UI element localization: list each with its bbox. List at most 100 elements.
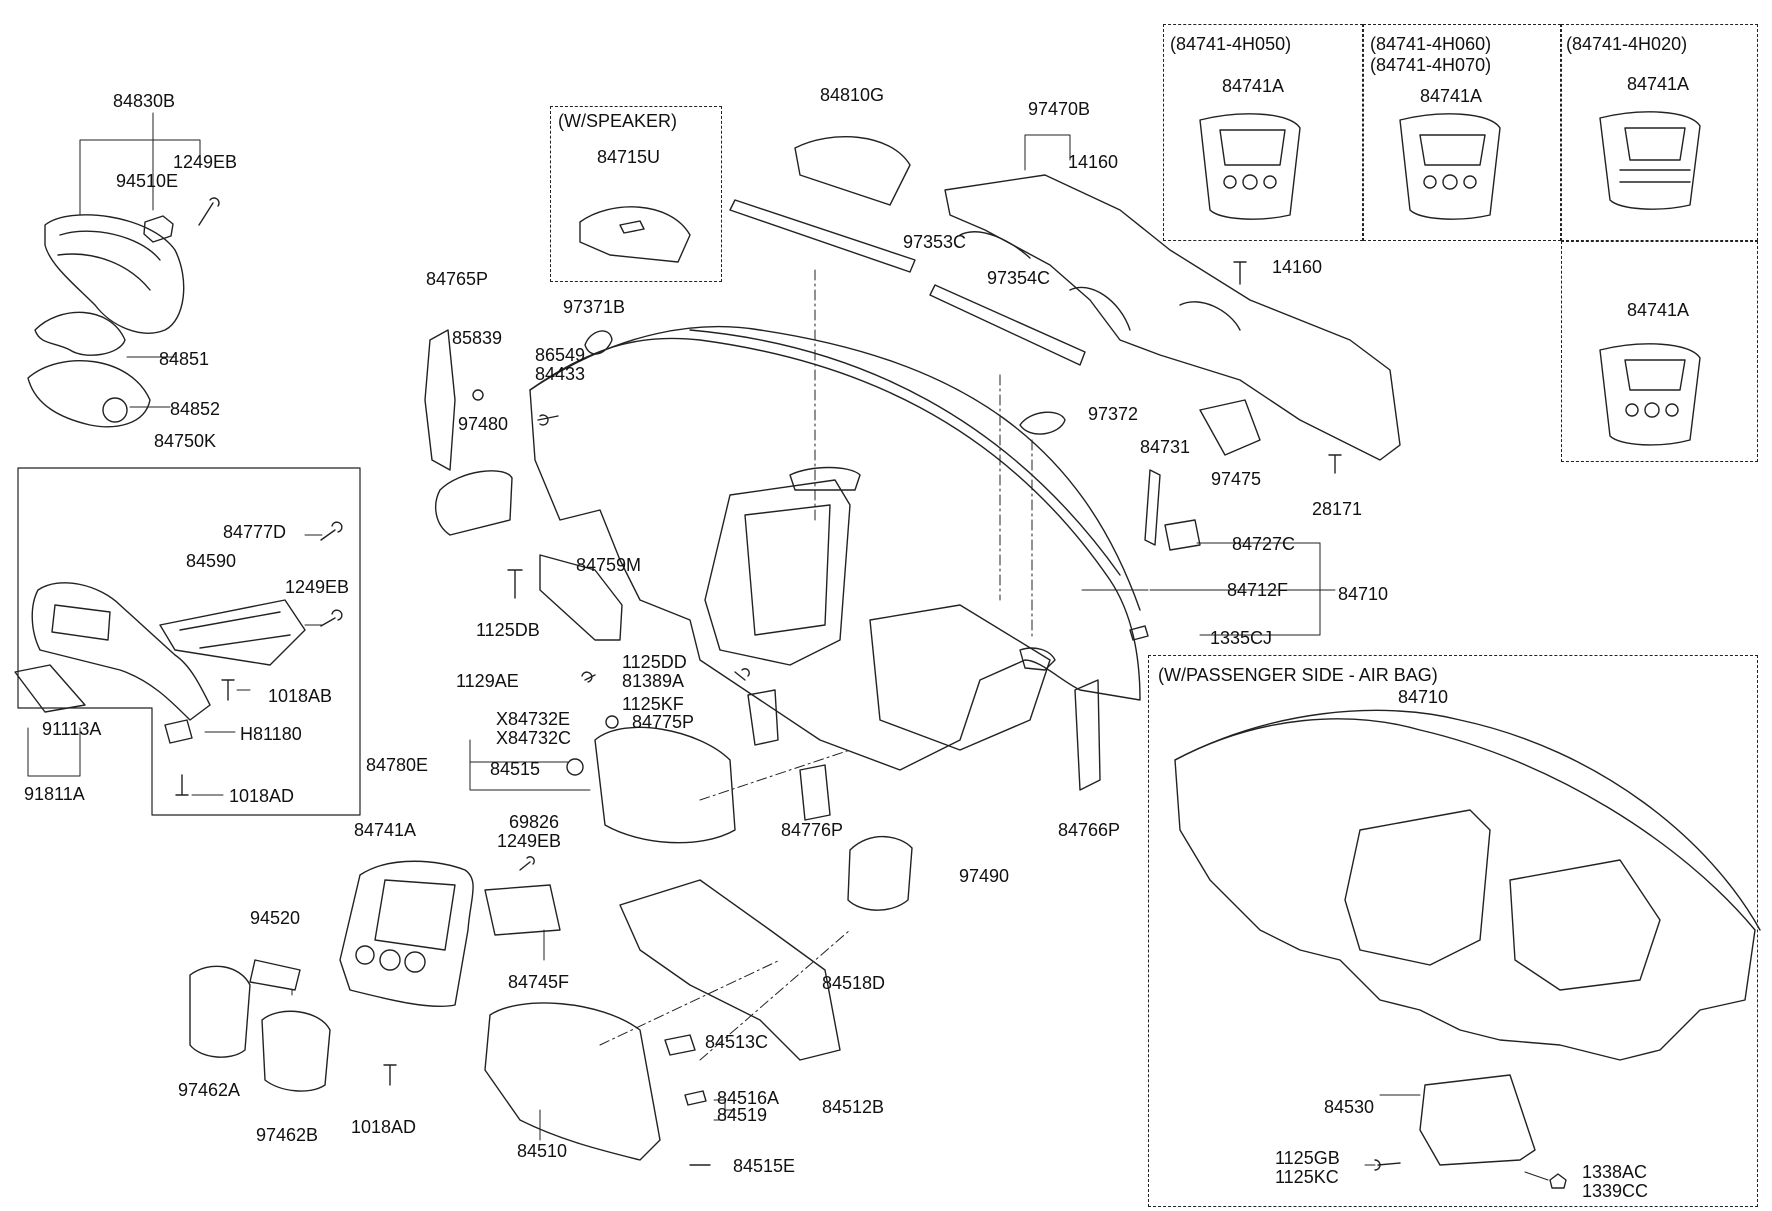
duct-97470B [944,174,1401,461]
bracket-84731 [1144,469,1161,546]
vent-97480 [434,470,513,536]
part-label-84852: 84852 [170,399,221,419]
box-title-w-speaker: (W/SPEAKER) [558,111,678,131]
part-label-84515E: 84515E [733,1156,796,1176]
part-label-84775P: 84775P [632,712,695,732]
box-84750K [17,467,361,816]
part-label-84712F: 84712F [1227,580,1289,600]
leaders-lower [291,739,736,1141]
centre-fascia-84741A [339,860,474,1008]
airbag-module-84530 [1419,1074,1536,1166]
pad-91113A [14,664,86,713]
ash-tray-84745F [484,884,561,936]
part-label-84710-b: 84710 [1398,687,1449,707]
part-label-1125DB: 1125DB [476,620,540,640]
part-label-1339CC: 1339CC [1582,1181,1649,1201]
variant-box-4h060 [1363,24,1561,241]
part-label-84530: 84530 [1324,1097,1375,1117]
leaders-97470B [1024,134,1071,171]
leaders-84750K [27,534,323,796]
part-label-91811A: 91811A [24,784,85,804]
part-label-84519: 84519 [717,1105,768,1125]
part-label-84777D: 84777D [223,522,287,542]
screw-69826 [519,856,535,871]
plate-84513C [664,1034,696,1056]
part-label-1125DD: 1125DD [622,652,687,672]
screw-1249EB-b [320,609,343,627]
clip-85839 [472,389,484,401]
part-label-84741A-v3: 84741A [1627,74,1690,94]
part-label-84715U: 84715U [597,147,661,167]
bracket-84776P [799,764,831,821]
part-label-1335CJ: 1335CJ [1210,628,1273,648]
part-label-85839: 85839 [452,328,503,348]
bracket-84727C [1164,519,1201,551]
part-label-84516A: 84516A [717,1088,780,1108]
part-label-X84732C: X84732C [496,728,572,748]
crash-pad-84710 [529,325,1141,771]
part-label-97354C: 97354C [987,268,1051,288]
part-label-1018AD-b: 1018AD [351,1117,417,1137]
screw-14160 [1233,261,1247,285]
airbag-box [1148,655,1758,1207]
switch-94520 [249,959,301,991]
leaders-84830B [79,112,201,408]
clip-H81180 [164,719,193,744]
nozzle-97475 [1199,399,1261,456]
fascia-variant-lower [1599,343,1701,446]
cluster-fascia-84830B [44,214,185,334]
part-label-84766P: 84766P [1058,820,1121,840]
bolt-1125GB [1374,1159,1401,1171]
cover-84851 [34,311,126,356]
dash-dot-leaders [599,269,1033,1061]
grille-97371B [584,330,613,355]
part-label-91113A: 91113A [42,719,102,739]
vent-97462B [261,1010,331,1092]
bracket-84765P [424,329,456,471]
fascia-variant-4h060 [1399,113,1501,220]
bracket-84766P [1074,679,1101,791]
part-label-97371B: 97371B [563,297,626,317]
screw-1018AD-b [383,1064,397,1086]
screw-1249EB [198,197,220,226]
vent-97490 [847,835,913,911]
screw-1018AD [175,774,189,796]
part-label-14160-b: 14160 [1272,257,1323,277]
clip-X84732E [605,715,619,729]
variant-box-lower [1561,241,1758,462]
part-label-84515: 84515 [490,759,541,779]
part-label-1249EB-b: 1249EB [285,577,350,597]
clip-94510E [143,215,174,243]
clip-84515 [566,758,584,776]
part-label-84510: 84510 [517,1141,568,1161]
part-label-84741A: 84741A [354,820,417,840]
vent-97462A [189,965,251,1058]
part-label-1338AC: 1338AC [1582,1162,1648,1182]
box-title-airbag: (W/PASSENGER SIDE - AIR BAG) [1158,665,1438,685]
variant-box-4h050 [1163,24,1363,241]
box-title-4h060: (84741-4H060) [1370,34,1492,54]
screw-1125DB [507,569,523,599]
part-label-84810G: 84810G [820,85,885,105]
screw-84777D [320,521,343,541]
part-label-84731: 84731 [1140,437,1191,457]
grille-97372 [1019,411,1066,435]
part-label-97475: 97475 [1211,469,1262,489]
part-label-84433: 84433 [535,364,586,384]
part-label-84759M: 84759M [576,555,642,575]
part-label-84776P: 84776P [781,820,844,840]
leaders-84710 [1081,542,1336,636]
box-title-4h070: (84741-4H070) [1370,55,1492,75]
box-title-4h050: (84741-4H050) [1170,34,1292,54]
clip-84516A [684,1090,707,1106]
part-label-97480: 97480 [458,414,509,434]
crash-pad-airbag-84710 [1174,709,1761,1061]
part-label-84830B: 84830B [113,91,176,111]
cover-84852 [27,360,151,428]
part-label-84741A-v2: 84741A [1420,86,1483,106]
lower-panel-84750K [31,582,211,721]
part-label-84780E: 84780E [366,755,429,775]
part-label-H81180: H81180 [240,724,302,744]
w-speaker-box [550,106,722,282]
